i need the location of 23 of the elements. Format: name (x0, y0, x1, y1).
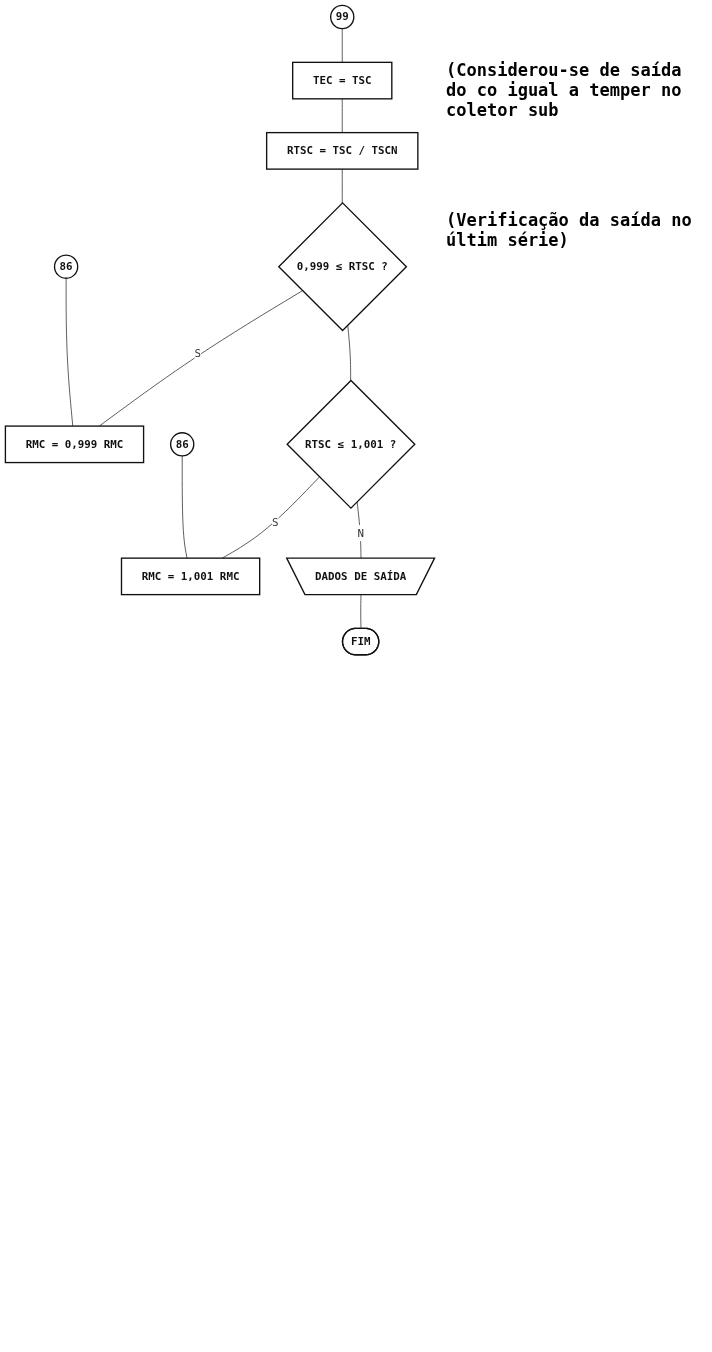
note-text: (Considerou-se de saída do co igual a temper no coletor sub (446, 60, 683, 120)
edge-label: S (271, 516, 279, 530)
connector (347, 324, 351, 381)
connector (221, 476, 320, 559)
node-box: TEC = TSC (292, 61, 393, 100)
node-circle: 86 (53, 254, 79, 279)
connector (360, 594, 362, 630)
node-diamond: 0,999 ≤ RTSC ? (277, 201, 408, 332)
node-circle: 99 (330, 4, 355, 30)
node-box: RMC = 1,001 RMC (120, 557, 261, 596)
node-box: RMC = 0,999 RMC (4, 425, 145, 464)
connector (341, 168, 343, 204)
connector (341, 28, 343, 63)
node-diamond: RTSC ≤ 1,001 ? (286, 379, 416, 510)
edge-label: S (194, 347, 202, 360)
edge-label: N (357, 526, 364, 540)
node-circle: 86 (169, 432, 195, 457)
node-box: RTSC = TSC / TSCN (265, 131, 419, 170)
connector (341, 98, 343, 133)
connector (65, 277, 74, 427)
connector (181, 455, 188, 559)
note-text: (Verificação da saída no últim série) (446, 210, 693, 250)
connector (98, 290, 303, 427)
